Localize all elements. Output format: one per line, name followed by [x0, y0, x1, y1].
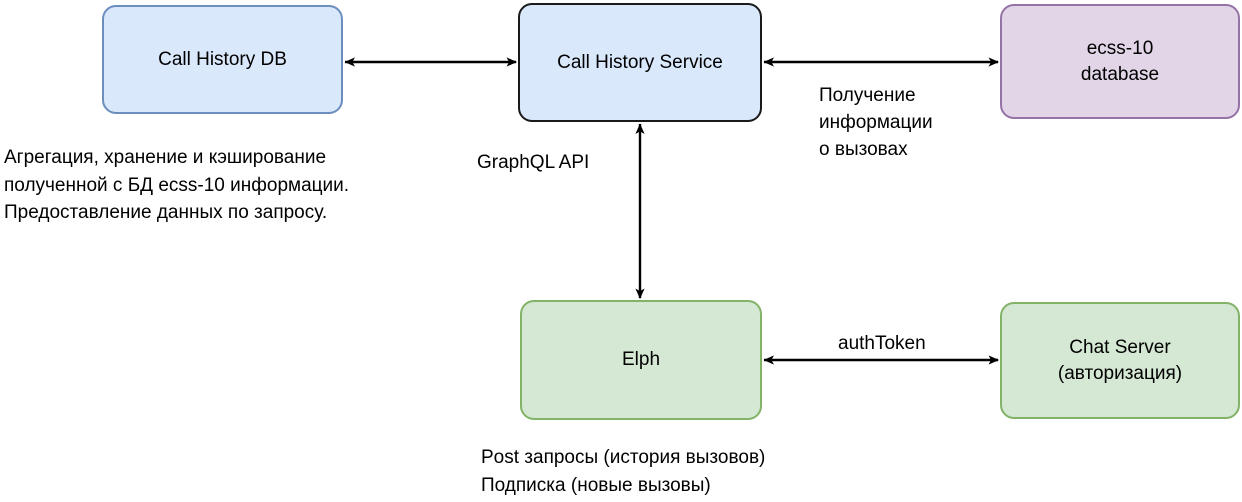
node-chat-server-label: Chat Server (авторизация) — [1057, 337, 1183, 384]
node-ecss-10-database[interactable]: ecss-10 database — [1000, 4, 1240, 119]
node-ecss-10-database-label: ecss-10 database — [1080, 38, 1160, 85]
node-call-history-db-label: Call History DB — [158, 48, 287, 70]
edge-label-auth-token: authToken — [838, 333, 926, 354]
note-db-description: Агрегация, хранение и кэширование получе… — [4, 147, 350, 224]
edge-label-service-ecss: Получение информации о вызовах — [819, 85, 933, 160]
node-call-history-db[interactable]: Call History DB — [102, 5, 343, 114]
node-chat-server[interactable]: Chat Server (авторизация) — [1000, 302, 1240, 419]
node-call-history-service[interactable]: Call History Service — [518, 3, 762, 122]
node-call-history-service-label: Call History Service — [557, 51, 723, 73]
note-elph-description: Post запросы (история вызовов) Подписка … — [481, 447, 766, 496]
node-elph[interactable]: Elph — [520, 300, 762, 420]
edge-label-graphql-api: GraphQL API — [477, 152, 590, 173]
node-elph-label: Elph — [621, 349, 661, 371]
